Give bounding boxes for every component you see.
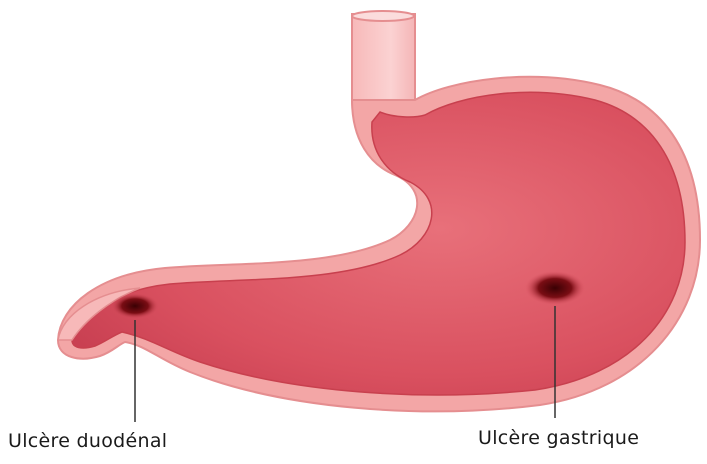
gastric-ulcer-label: Ulcère gastrique <box>478 427 639 449</box>
duodenal-ulcer-label: Ulcère duodénal <box>8 430 167 452</box>
duodenal-ulcer-spot <box>111 293 159 319</box>
esophagus-opening <box>352 11 414 21</box>
gastric-ulcer-spot <box>525 271 585 305</box>
